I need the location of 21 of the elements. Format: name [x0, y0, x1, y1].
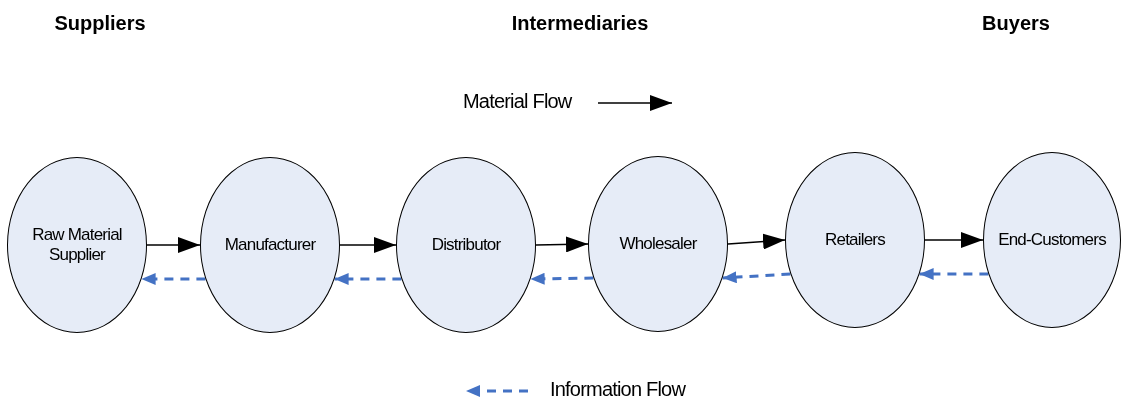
dashed-arrow: [919, 268, 989, 280]
arrow: [146, 237, 201, 253]
node-label: Distributor: [431, 234, 501, 256]
node-label: Manufacturer: [224, 234, 316, 256]
legend-label: Material Flow: [463, 90, 572, 113]
node-label: Retailers: [825, 229, 885, 251]
arrow: [727, 233, 786, 250]
column-heading: Buyers: [982, 12, 1050, 35]
dashed-arrow: [722, 271, 791, 284]
dashed-arrow: [334, 273, 402, 285]
column-heading: Intermediaries: [511, 12, 649, 35]
dashed-arrow: [141, 273, 206, 285]
legend-label: Information Flow: [550, 378, 686, 401]
column-heading: Suppliers: [54, 12, 146, 35]
node-label: End-Customers: [998, 229, 1106, 251]
arrow: [535, 236, 589, 253]
node-label: Wholesaler: [619, 233, 697, 255]
arrow: [339, 237, 397, 253]
node-label: Raw Material Supplier: [31, 224, 123, 266]
dashed-arrow: [530, 272, 594, 285]
arrow: [924, 232, 984, 248]
